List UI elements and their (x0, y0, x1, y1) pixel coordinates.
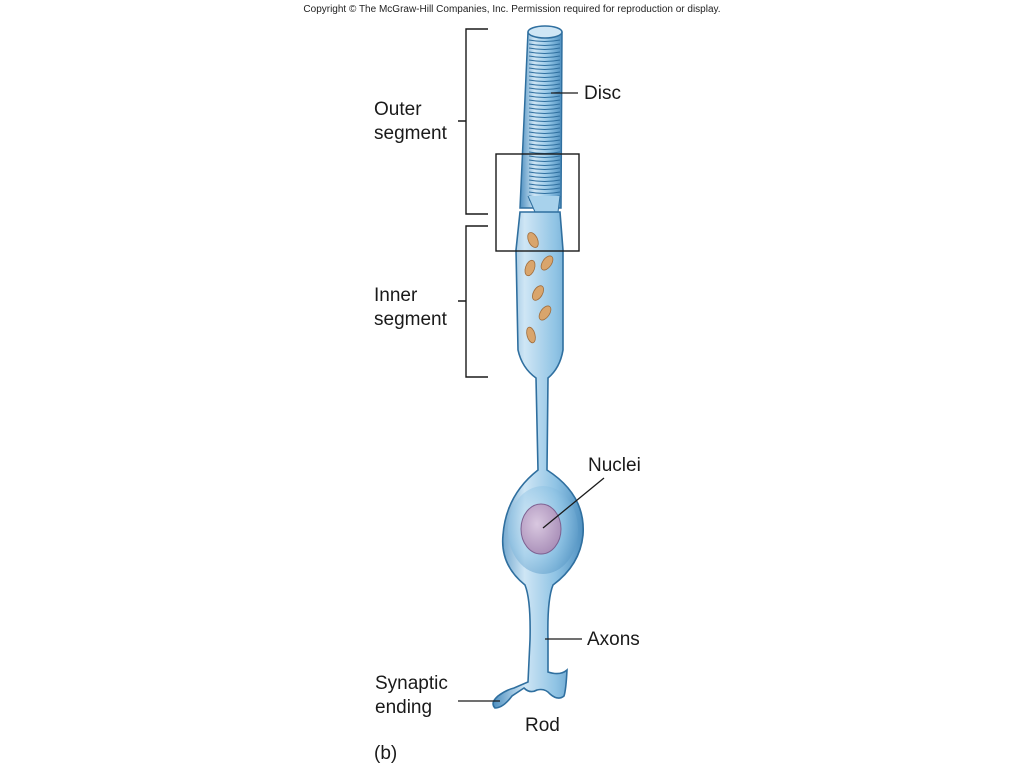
disc-line (528, 167, 561, 170)
disc-line (528, 183, 561, 186)
disc-line (528, 135, 561, 138)
disc-line (528, 191, 561, 194)
panel-label: (b) (374, 743, 398, 764)
disc-line (528, 179, 561, 182)
disc-line (528, 155, 561, 158)
mitochondrion (538, 305, 552, 321)
disc-line (528, 87, 561, 90)
disc-line (528, 55, 561, 58)
disc-line (528, 175, 561, 178)
mitochondrion (532, 285, 544, 301)
disc-line (528, 59, 561, 62)
disc-line (528, 67, 561, 70)
axons-label: Axons (587, 629, 640, 650)
disc-line (528, 63, 561, 66)
outer-segment-bracket (458, 28, 488, 215)
disc-line (528, 43, 561, 46)
disc-line (528, 187, 561, 190)
disc-stack (528, 39, 561, 202)
disc-line (528, 111, 561, 114)
disc-line (528, 47, 561, 50)
outer-segment (519, 25, 563, 213)
disc-line (528, 75, 561, 78)
mitochondrion (527, 232, 539, 248)
disc-line (528, 103, 561, 106)
copyright-notice: Copyright © The McGraw-Hill Companies, I… (303, 4, 721, 15)
mitochondrion (540, 255, 554, 271)
disc-line (528, 123, 561, 126)
disc-line (528, 115, 561, 118)
disc-line (528, 143, 561, 146)
disc-line (528, 163, 561, 166)
disc-line (528, 79, 561, 82)
disc-line (528, 51, 561, 54)
disc-line (528, 95, 561, 98)
disc-line (528, 159, 561, 162)
inset-box (495, 153, 580, 252)
disc-line (528, 119, 561, 122)
disc-label: Disc (584, 83, 621, 104)
disc-line (528, 71, 561, 74)
synaptic-ending-label: Synaptic ending (375, 673, 448, 718)
mitochondrion (526, 326, 536, 344)
inner-segment-bracket (458, 225, 488, 378)
disc-line (528, 139, 561, 142)
disc-line (528, 39, 561, 42)
disc-line (528, 131, 561, 134)
nuclei-label: Nuclei (588, 455, 641, 476)
outer-segment-label: Outer segment (374, 99, 447, 144)
rod-cell-body-outline (492, 211, 584, 709)
nuclei-leader-line (542, 477, 605, 529)
mitochondrion (524, 259, 536, 277)
disc-line (528, 147, 561, 150)
disc-line (528, 171, 561, 174)
disc-line (528, 107, 561, 110)
mitochondria (524, 232, 554, 344)
nucleus (520, 503, 562, 555)
inner-segment-label: Inner segment (374, 285, 447, 330)
disc-line (528, 99, 561, 102)
disc-line (528, 83, 561, 86)
disc-line (528, 127, 561, 130)
rod-label: Rod (525, 715, 560, 736)
